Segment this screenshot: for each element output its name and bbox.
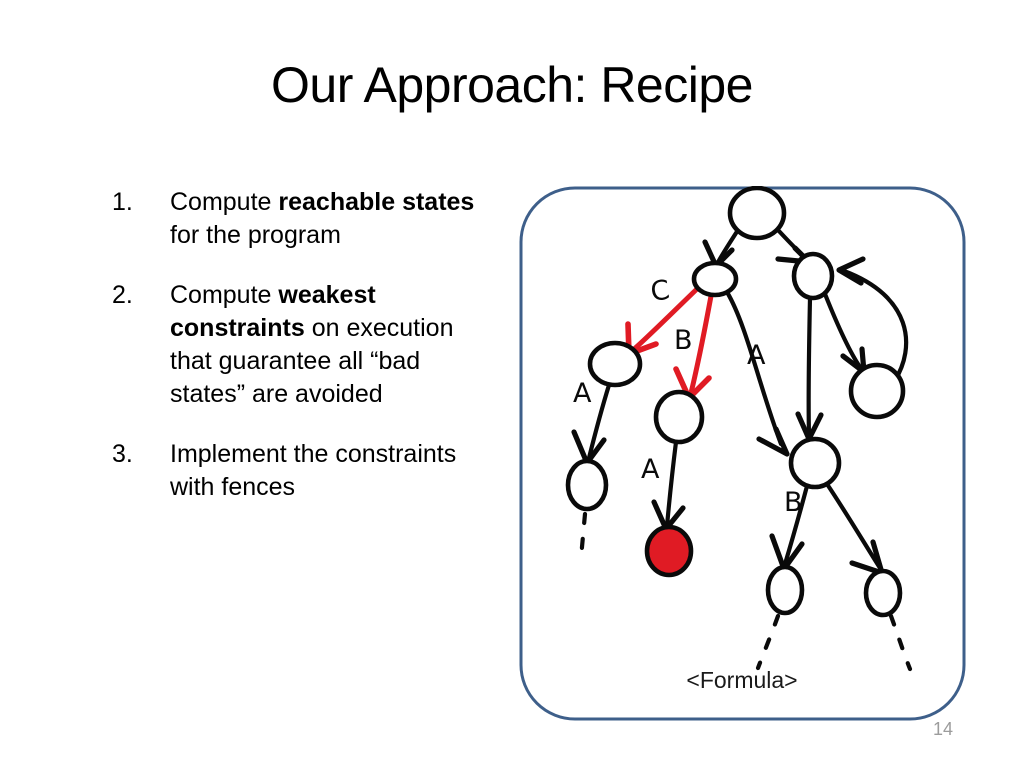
edge-right2-to-right3a-labeled-b bbox=[782, 483, 810, 567]
graph-nodes bbox=[565, 186, 906, 618]
arrowhead-cycle-to-right1 bbox=[836, 256, 866, 286]
list-item: 3. Implement the constraints with fences bbox=[112, 438, 484, 504]
edge-dashed-right3a bbox=[755, 613, 781, 671]
list-item-text: Compute reachable states for the program bbox=[170, 186, 484, 252]
edge-label-a-left: A bbox=[573, 378, 592, 409]
list-item-number: 1. bbox=[112, 188, 133, 216]
page-number: 14 bbox=[933, 719, 954, 739]
edge-label-b-left: B bbox=[674, 325, 693, 356]
edge-label-b-right: B bbox=[784, 487, 803, 518]
list-item-segment: Compute bbox=[170, 281, 279, 309]
list-item-segment: for the program bbox=[170, 221, 341, 249]
edge-label-c: C bbox=[649, 275, 672, 308]
edge-cycle-to-right1 bbox=[841, 268, 909, 385]
list-item: 2. Compute weakest constraints on execut… bbox=[112, 279, 484, 411]
graph-node-left-2 bbox=[587, 340, 643, 388]
list-item-segment-bold: weakest constraints bbox=[170, 281, 376, 342]
graph-node-root bbox=[727, 186, 787, 241]
graph-node-right-3a bbox=[765, 564, 805, 616]
edge-label-a-lower: A bbox=[641, 454, 660, 485]
edge-left1-to-mid2-labeled-b-highlight bbox=[688, 293, 714, 396]
list-item-segment-bold: reachable states bbox=[278, 188, 475, 216]
edge-dashed-left3 bbox=[578, 511, 588, 561]
edge-label-a-mid: A bbox=[747, 340, 766, 371]
graph-node-right-1 bbox=[791, 251, 835, 301]
diagram-panel-border bbox=[519, 186, 966, 721]
page-title: Our Approach: Recipe bbox=[271, 57, 753, 113]
edge-left2-to-left3-labeled-a bbox=[586, 382, 612, 461]
list-item-text: Compute weakest constraints on execution… bbox=[170, 279, 484, 411]
list-item-text: Implement the constraints with fences bbox=[170, 438, 484, 504]
list-item-number: 2. bbox=[112, 281, 133, 309]
graph-node-left-3 bbox=[565, 458, 609, 512]
arrowhead-left1-to-right2 bbox=[756, 426, 790, 457]
edge-right1-to-right2 bbox=[806, 295, 813, 438]
graph-edges bbox=[571, 227, 913, 672]
recipe-steps-list: 1. Compute reachable states for the prog… bbox=[112, 186, 484, 531]
list-item-number: 3. bbox=[112, 440, 133, 468]
diagram-caption: <Formula> bbox=[686, 667, 797, 693]
edge-left1-to-right2-labeled-a bbox=[724, 289, 784, 447]
graph-node-mid-2 bbox=[653, 389, 705, 445]
graph-node-right-cycle bbox=[848, 362, 906, 420]
edge-left1-to-left2-labeled-c-highlight bbox=[629, 284, 702, 354]
list-item-segment: on execution that guarantee all “bad sta… bbox=[170, 314, 454, 408]
graph-node-bad-state bbox=[644, 524, 694, 578]
list-item: 1. Compute reachable states for the prog… bbox=[112, 186, 484, 252]
graph-node-right-2 bbox=[788, 436, 842, 490]
edge-right2-to-right3b bbox=[824, 481, 883, 571]
graph-edge-labels: C B A A A B bbox=[573, 275, 803, 518]
state-graph-diagram: C B A A A B <Formula> bbox=[519, 186, 966, 721]
list-item-segment: Implement the constraints with fences bbox=[170, 440, 457, 501]
graph-node-left-1 bbox=[691, 260, 739, 298]
graph-node-right-3b bbox=[863, 568, 903, 618]
edge-mid2-to-badstate-labeled-a bbox=[664, 439, 679, 529]
edge-right1-to-cycle bbox=[822, 291, 863, 370]
list-item-segment: Compute bbox=[170, 188, 279, 216]
edge-dashed-right3b bbox=[888, 613, 913, 672]
